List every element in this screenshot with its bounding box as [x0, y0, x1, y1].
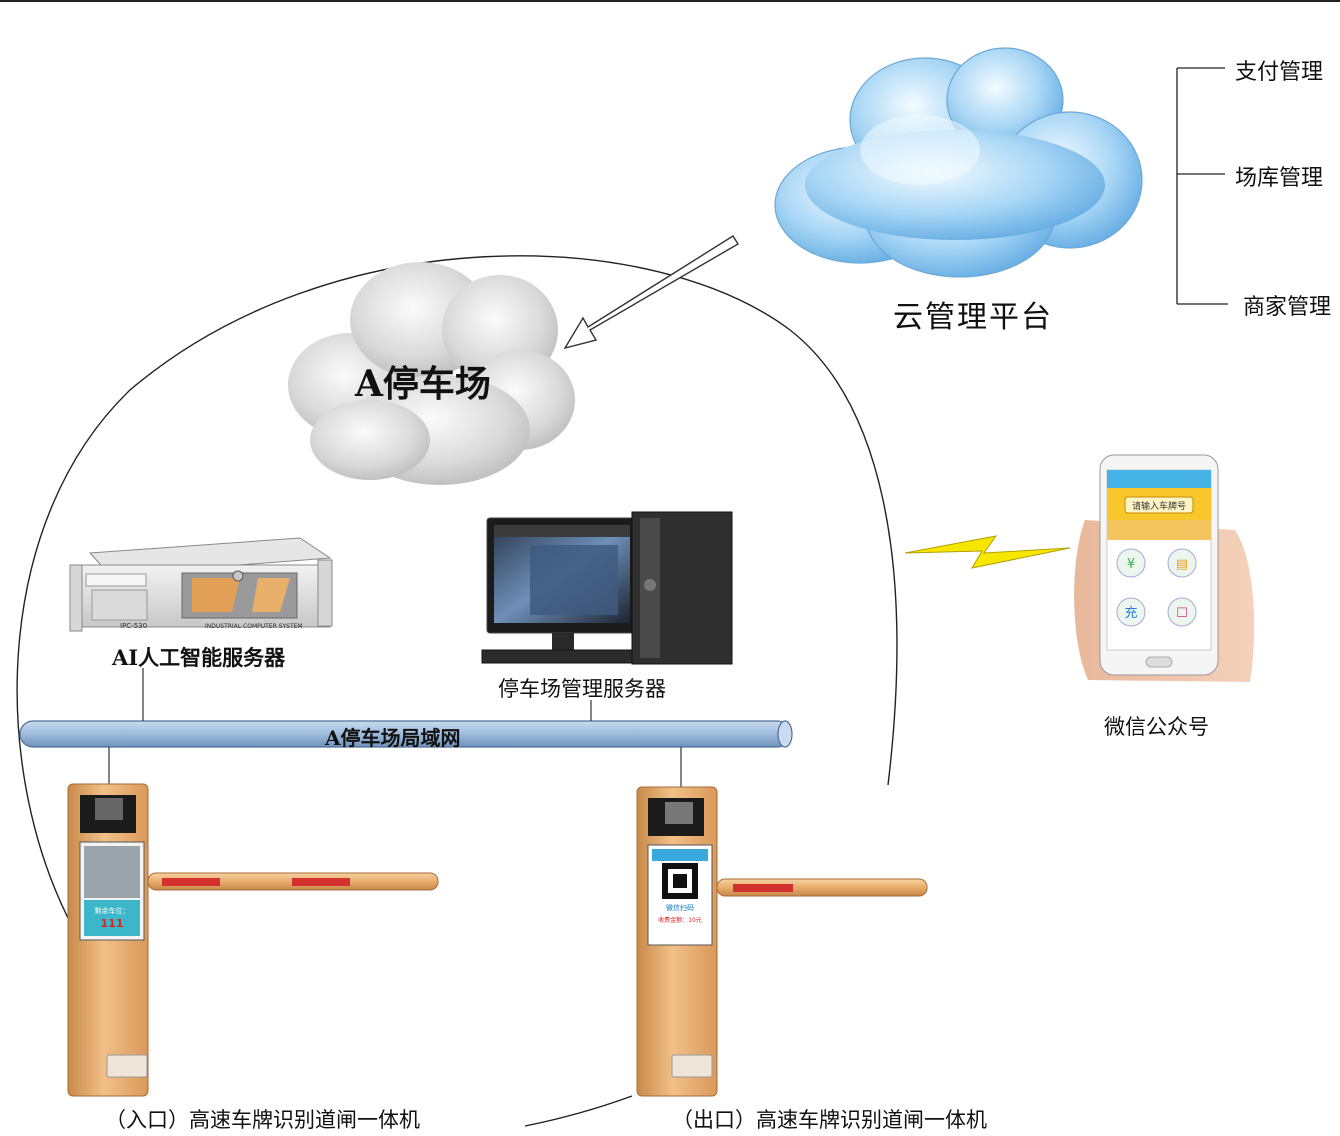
wireless-lightning-icon	[904, 535, 1071, 569]
phone-icon-recharge: 充	[1124, 605, 1137, 621]
management-server-label: 停车场管理服务器	[498, 677, 666, 701]
branch-payment-management: 支付管理	[1235, 60, 1324, 85]
wechat-label: 微信公众号	[1104, 715, 1209, 739]
entrance-screen-title: 剩余车位：	[95, 906, 130, 915]
parking-lot-title: A停车场	[355, 363, 491, 405]
wechat-phone-icon: 请输入车牌号 ¥ ▤ 充 ☐	[1074, 454, 1255, 682]
branch-merchant-management: 商家管理	[1243, 295, 1332, 320]
exit-screen-fee: 收费金额：10元	[658, 916, 702, 924]
entrance-screen-count: 111	[101, 917, 124, 930]
branch-lot-management: 场库管理	[1235, 166, 1324, 191]
management-server-icon	[481, 511, 733, 665]
lan-pipe	[19, 720, 793, 748]
phone-icon-pay: ¥	[1127, 557, 1135, 572]
ai-server-icon: IPC-530 INDUSTRIAL COMPUTER SYSTEM	[69, 537, 333, 632]
connection-lines	[108, 668, 682, 787]
parking-scope-arc	[16, 255, 898, 919]
exit-screen-title: 微信扫码	[666, 903, 694, 912]
exit-gate-label: （出口）高速车牌识别道闸一体机	[672, 1108, 987, 1132]
lan-label: A停车场局域网	[325, 726, 461, 750]
cloud-platform-title: 云管理平台	[893, 300, 1053, 335]
bottom-arc	[524, 1095, 633, 1127]
entrance-gate-icon: 剩余车位： 111	[67, 783, 439, 1097]
ai-server-label: AI人工智能服务器	[112, 645, 286, 670]
exit-gate-icon: 微信扫码 收费金额：10元	[636, 786, 928, 1097]
phone-icon-coupon: ☐	[1176, 606, 1188, 621]
phone-icon-record: ▤	[1176, 557, 1188, 572]
entrance-gate-label: （入口）高速车牌识别道闸一体机	[105, 1108, 420, 1132]
sync-arrow	[563, 235, 739, 350]
parking-lot-cloud-icon	[288, 262, 575, 485]
cloud-platform-icon	[774, 47, 1143, 278]
phone-plate-input: 请输入车牌号	[1132, 500, 1186, 512]
server-brand-label: INDUSTRIAL COMPUTER SYSTEM	[205, 623, 303, 630]
cloud-branch-lines	[1176, 67, 1228, 305]
server-front-label: IPC-530	[120, 622, 147, 630]
